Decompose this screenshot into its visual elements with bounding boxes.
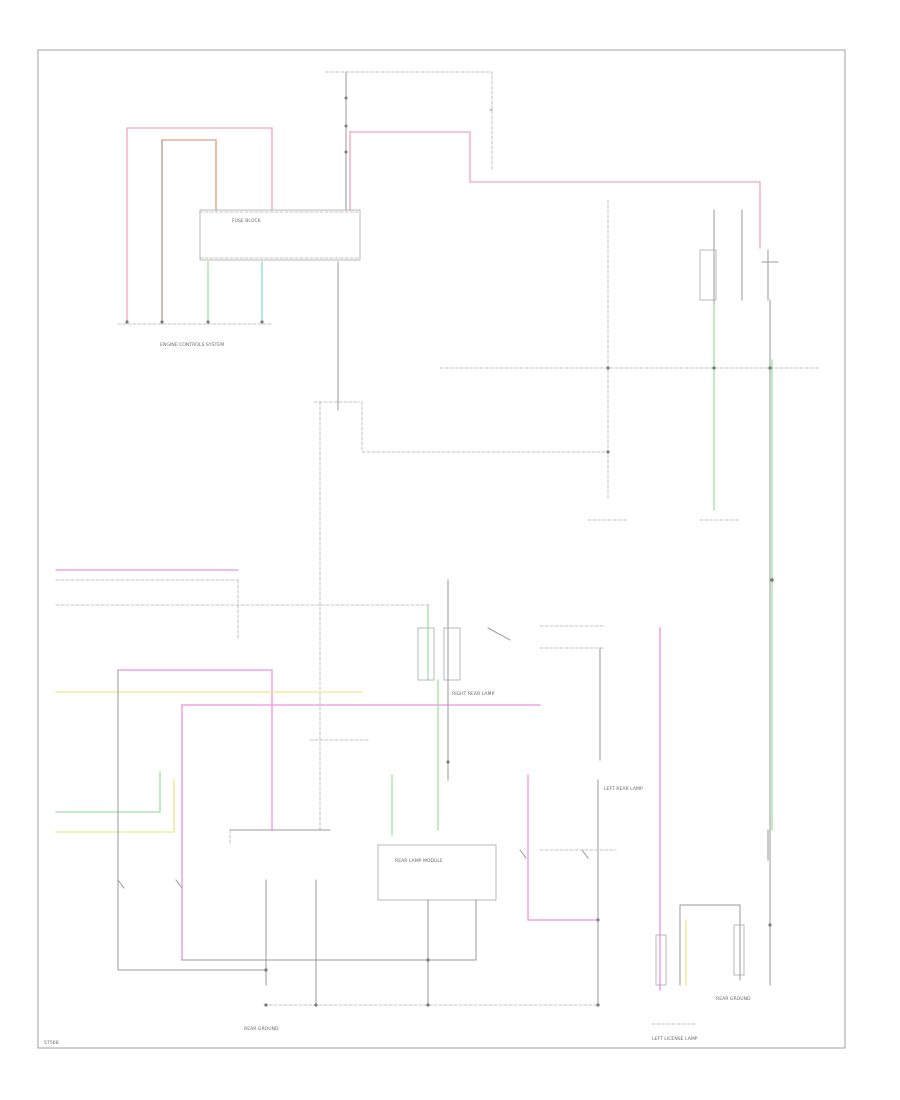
fuse-block-label: FUSE BLOCK — [232, 218, 262, 224]
power-feed — [325, 71, 761, 249]
rear-lamp-module-wiring — [117, 829, 600, 1007]
license-lamp-wiring — [651, 829, 772, 1025]
center-lamp-drivers — [309, 579, 661, 991]
left-rear-lamp-label: LEFT REAR LAMP — [604, 786, 643, 792]
footer-code: 57568 — [44, 1040, 59, 1046]
rear-lamp-module-label: REAR LAMP MODULE — [395, 858, 443, 864]
ground-g2-label: REAR GROUND — [716, 996, 751, 1002]
diagram-frame — [37, 49, 846, 1049]
engine-controls-label: ENGINE CONTROLS SYSTEM — [160, 342, 224, 348]
ground-g1-label: REAR GROUND — [244, 1026, 279, 1032]
lower-left-inputs — [55, 569, 541, 961]
center-feed — [313, 261, 607, 831]
right-rear-lamp-label: RIGHT REAR LAMP — [452, 691, 494, 697]
engine-controls-wiring: ENGINE CONTROLS SYSTEM — [117, 127, 361, 348]
license-lamp-label: LEFT LICENSE LAMP — [652, 1036, 698, 1042]
right-upper-wiring — [439, 199, 819, 986]
right-rear-lamp-cluster — [527, 774, 617, 1006]
